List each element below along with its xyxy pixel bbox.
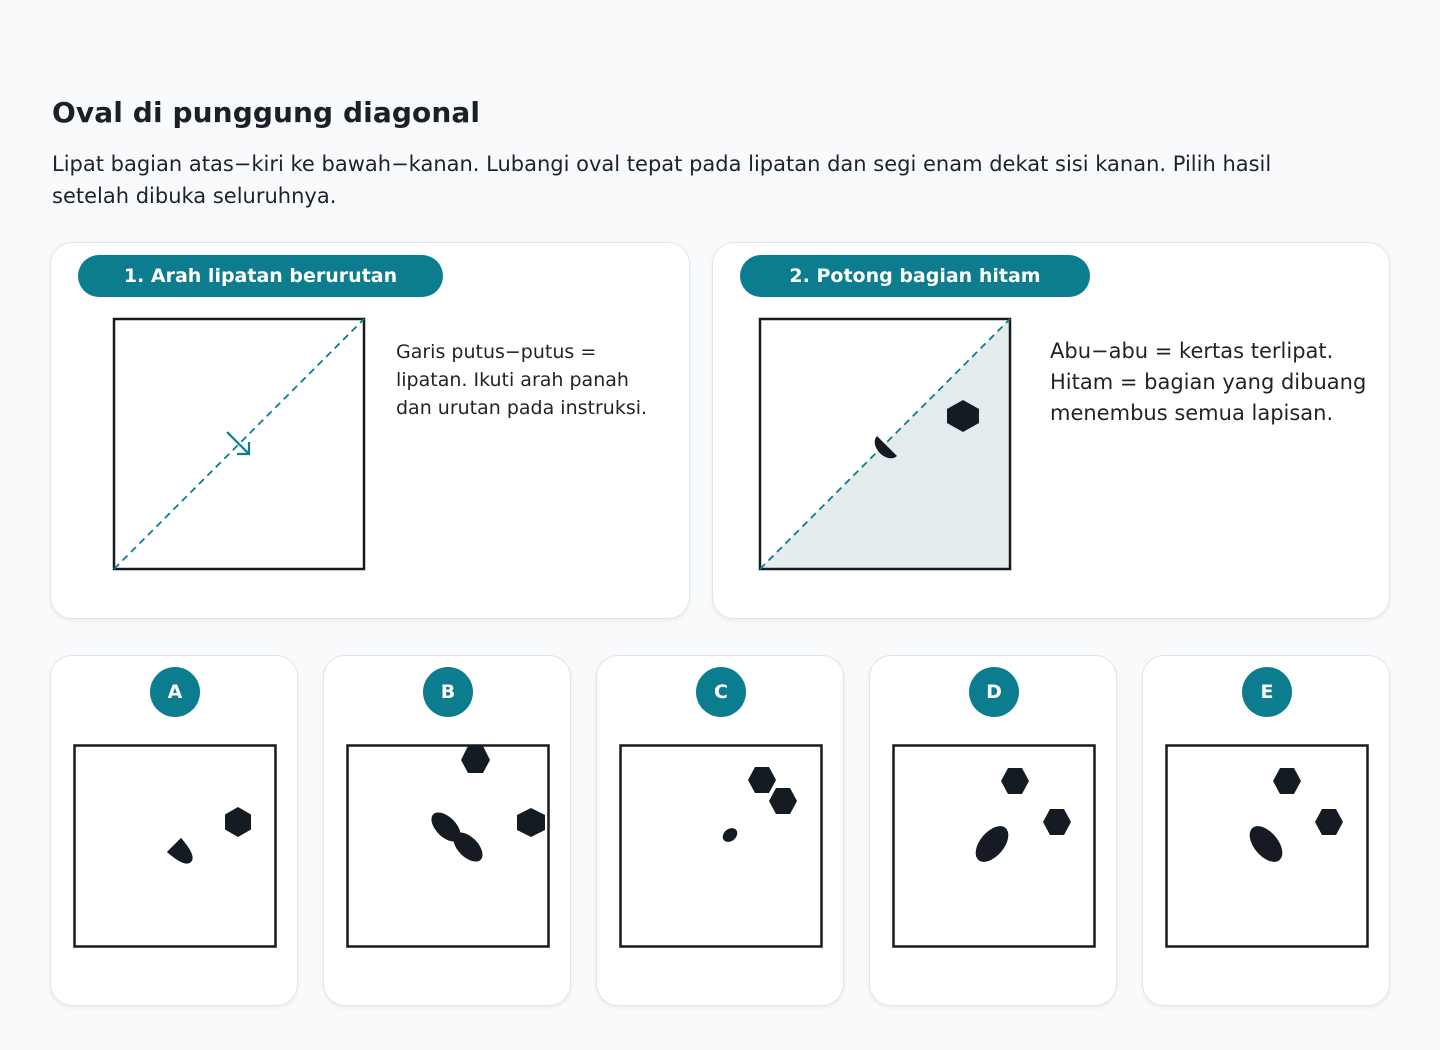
option-e-diagram [1165, 744, 1369, 948]
oval-hole [1249, 826, 1283, 862]
paper-square [619, 744, 823, 948]
hexagon-hole [225, 807, 251, 837]
option-c-badge: C [696, 667, 746, 717]
fold-legend-note: Garis putus−putus = lipatan. Ikuti arah … [396, 341, 648, 419]
hexagon-hole [1315, 809, 1343, 835]
paper-square [758, 317, 1012, 571]
fold-direction-panel: 1. Arah lipatan berurutan Garis putus−pu… [50, 242, 690, 619]
hexagon-hole [769, 788, 797, 814]
fold-line [759, 318, 1011, 570]
option-b-card[interactable]: B [323, 655, 571, 1006]
option-d-card[interactable]: D [869, 655, 1117, 1006]
fold-arrow-icon [226, 431, 251, 456]
option-a-badge: A [150, 667, 200, 717]
half-oval-cut [874, 436, 897, 459]
hexagon-hole [748, 767, 776, 793]
option-c-diagram [619, 744, 823, 948]
option-e-card[interactable]: E [1142, 655, 1390, 1006]
hexagon-cut [947, 400, 979, 432]
hexagon-hole [461, 746, 490, 773]
oval-hole [722, 828, 738, 842]
oval-hole [453, 832, 483, 862]
paper-square [346, 744, 550, 948]
cut-legend-note: Abu−abu = kertas terlipat. Hitam = bagia… [1050, 339, 1367, 425]
hexagon-hole [1043, 809, 1071, 835]
option-b-badge: B [423, 667, 473, 717]
option-a-diagram [73, 744, 277, 948]
cut-diagram [758, 317, 1012, 571]
option-d-diagram [892, 744, 1096, 948]
half-oval-hole-fill [167, 838, 193, 864]
oval-hole [975, 826, 1009, 862]
hexagon-hole [517, 808, 545, 837]
cut-panel: 2. Potong bagian hitam Abu−abu = kertas … [712, 242, 1390, 619]
option-b-diagram [346, 744, 550, 948]
fold-line [113, 318, 365, 570]
option-a-card[interactable]: A [50, 655, 298, 1006]
oval-hole [431, 812, 461, 842]
fold-diagram [112, 317, 366, 571]
instructions-text: Lipat bagian atas−kiri ke bawah−kanan. L… [52, 152, 1272, 208]
option-d-badge: D [969, 667, 1019, 717]
hexagon-hole [1001, 768, 1029, 794]
option-c-card[interactable]: C [596, 655, 844, 1006]
cut-label: 2. Potong bagian hitam [740, 255, 1090, 297]
option-e-badge: E [1242, 667, 1292, 717]
fold-direction-label: 1. Arah lipatan berurutan [78, 255, 443, 297]
hexagon-hole [1273, 768, 1301, 794]
page-title: Oval di punggung diagonal [52, 96, 481, 129]
